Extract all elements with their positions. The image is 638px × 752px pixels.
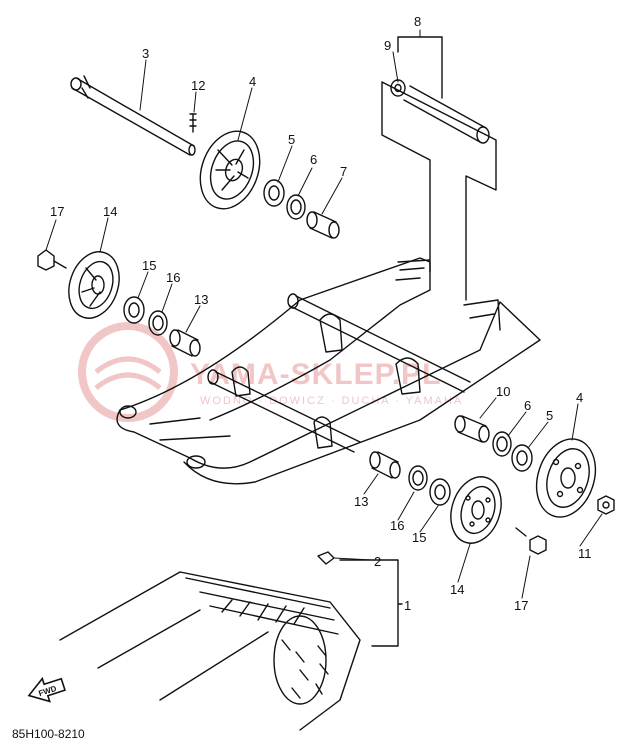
bolt-17-right [515, 527, 547, 555]
wheel-14-left [68, 251, 120, 319]
wheel-4-lower [535, 438, 597, 518]
shaft-bracket [231, 313, 421, 449]
track-1 [59, 571, 361, 731]
callout-4-upper: 4 [249, 74, 256, 89]
collar-10 [454, 415, 490, 443]
callout-7: 7 [340, 164, 347, 179]
cross-shaft-upper [287, 293, 471, 393]
circlip-6-upper [286, 194, 306, 220]
callout-3: 3 [142, 46, 149, 61]
bearing-15-left [123, 296, 145, 324]
callout-12: 12 [191, 78, 205, 93]
watermark-sub: WODNO · DOWICZ · DUCHA · YAMAHA [200, 395, 463, 407]
circlip-16-left [148, 310, 168, 336]
callout-10: 10 [496, 384, 510, 399]
fwd-arrow: FWD [27, 676, 66, 703]
callout-17-right: 17 [514, 598, 528, 613]
upper-arm-outline [381, 81, 497, 301]
callout-6-upper: 6 [310, 152, 317, 167]
cross-shaft-lower [207, 369, 361, 453]
callouts: 8 9 3 12 4 5 6 7 17 14 15 16 13 10 6 5 4… [50, 14, 592, 613]
circlip-16-right [408, 465, 428, 491]
watermark: YAMA-SKLEP.PL WODNO · DOWICZ · DUCHA · Y… [78, 322, 463, 422]
circlip-6-right [492, 431, 512, 457]
wheel-4-upper [199, 130, 261, 210]
callout-4-lower: 4 [576, 390, 583, 405]
callout-14-left: 14 [103, 204, 117, 219]
nut-11 [597, 495, 615, 515]
pin-12 [189, 113, 197, 133]
callout-15-left: 15 [142, 258, 156, 273]
callout-17-left: 17 [50, 204, 64, 219]
lower-arm-frame [116, 257, 541, 485]
bolt-17-left [37, 249, 67, 271]
collar-13-left [169, 329, 201, 357]
callout-1: 1 [404, 598, 411, 613]
callout-9: 9 [384, 38, 391, 53]
bearing-5-right [511, 444, 533, 472]
callout-5-right: 5 [546, 408, 553, 423]
callout-13-left: 13 [194, 292, 208, 307]
collar-13-right [369, 451, 401, 479]
callout-5-upper: 5 [288, 132, 295, 147]
callout-16-left: 16 [166, 270, 180, 285]
callout-13-right: 13 [354, 494, 368, 509]
shaft-3 [70, 75, 196, 156]
callout-6-right: 6 [524, 398, 531, 413]
bearing-15-right [429, 478, 451, 506]
clip-2 [317, 551, 335, 565]
bearing-5-upper [263, 179, 285, 207]
collar-7 [306, 211, 340, 239]
leader-lines [45, 29, 603, 599]
shaft-8 [403, 85, 490, 144]
callout-2: 2 [374, 554, 381, 569]
diagram-code: 85H100-8210 [12, 727, 85, 741]
wheel-14-right [450, 476, 502, 544]
callout-11: 11 [578, 546, 592, 561]
callout-15-right: 15 [412, 530, 426, 545]
callout-8: 8 [414, 14, 421, 29]
callout-16-right: 16 [390, 518, 404, 533]
bracket-1 [339, 559, 403, 647]
callout-14-right: 14 [450, 582, 464, 597]
